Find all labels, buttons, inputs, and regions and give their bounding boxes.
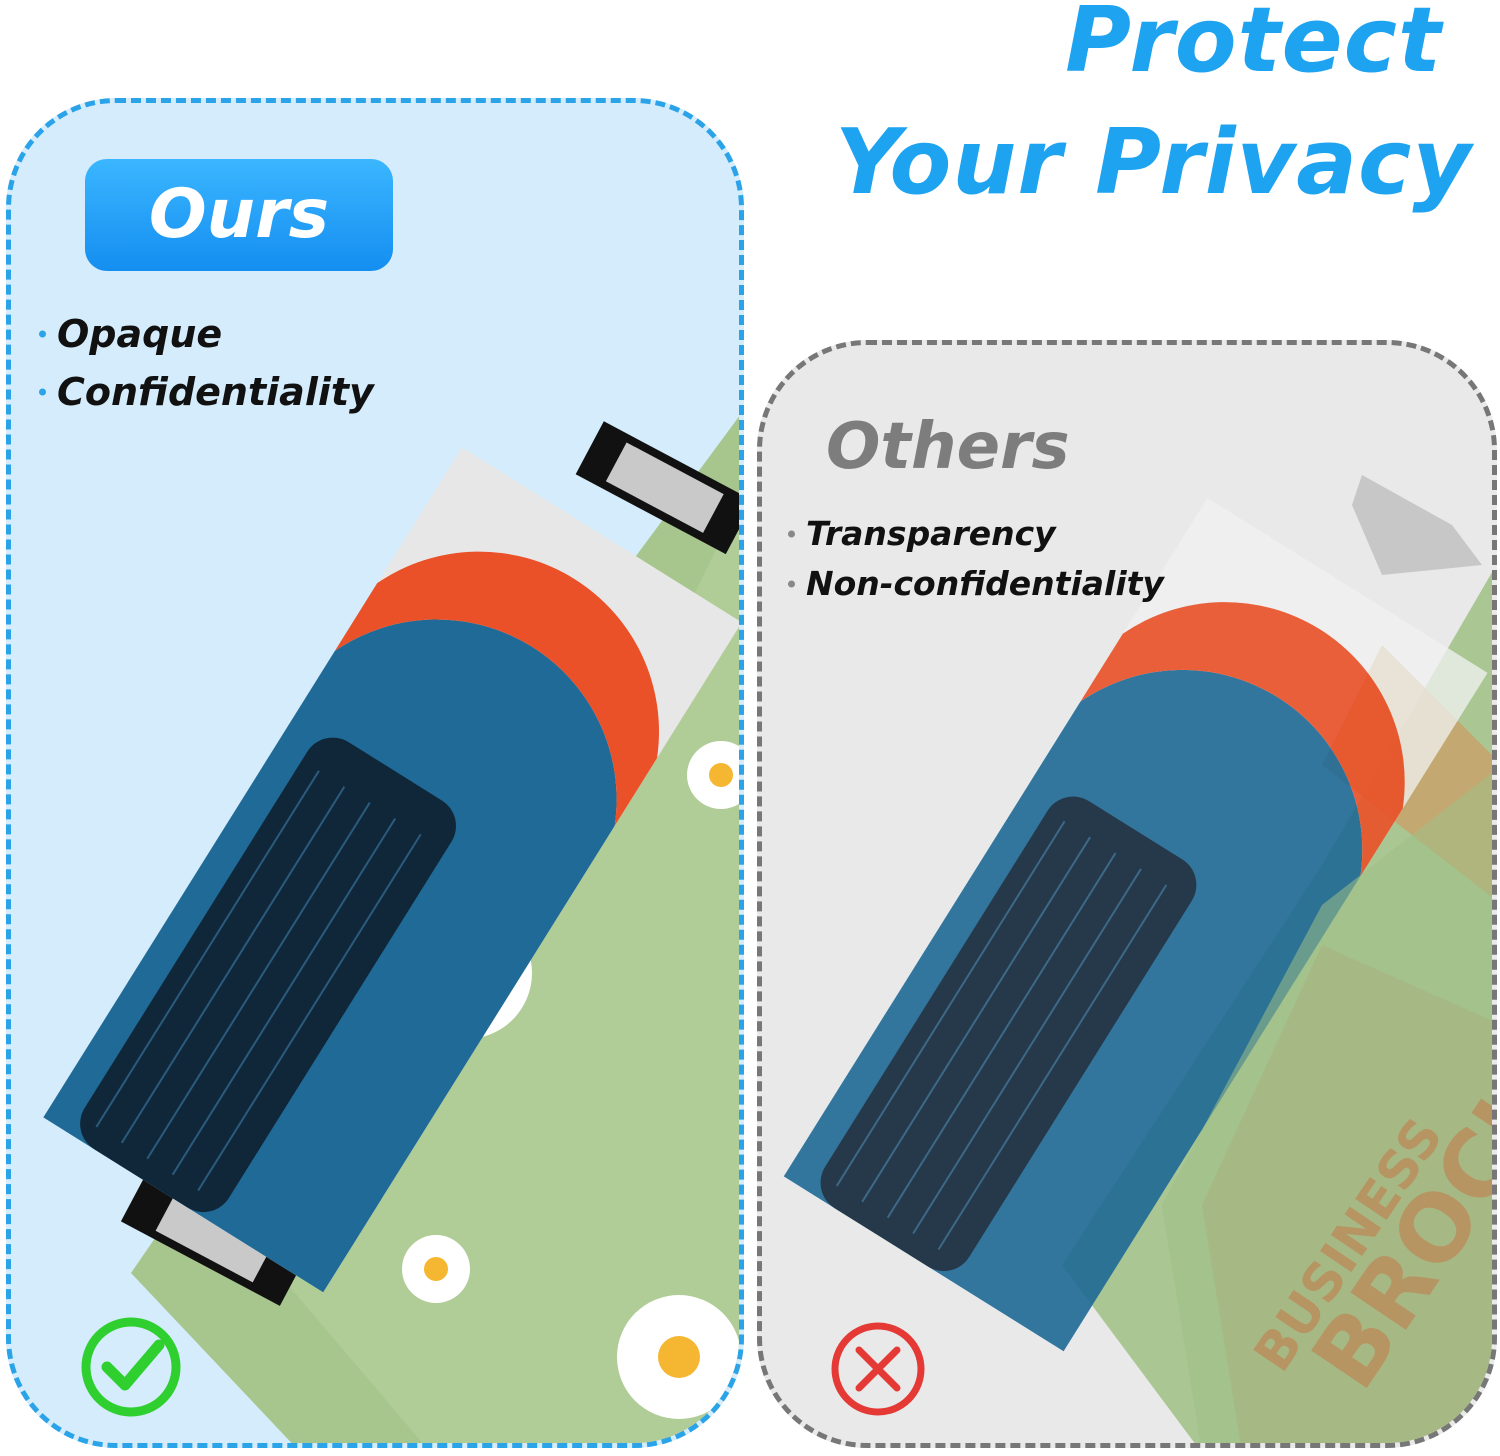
others-title: Others (826, 410, 1070, 484)
others-bullet-list: Transparency Non-confidentiality (788, 509, 1164, 609)
x-circle-icon (831, 1322, 925, 1416)
others-bullet-label: Transparency (806, 514, 1056, 553)
brochure-show-through (1162, 772, 1492, 1443)
ours-panel: Ours Opaque Confidentiality (6, 98, 744, 1448)
others-illustration: BUSINESS BROCHURE (783, 475, 1492, 1443)
daisy-flower-top (687, 741, 739, 809)
ours-bullet-label: Confidentiality (57, 370, 374, 414)
ours-bullet-list: Opaque Confidentiality (39, 305, 374, 421)
bullet-dot (39, 330, 46, 338)
daisy-flower-mid (402, 1235, 470, 1303)
others-bullet-non-confidentiality: Non-confidentiality (788, 559, 1164, 609)
bullet-dot (788, 530, 795, 538)
ours-bullet-label: Opaque (57, 312, 223, 356)
business-card-translucent (783, 497, 1488, 1352)
bullet-dot (788, 580, 795, 588)
others-bullet-transparency: Transparency (788, 509, 1164, 559)
others-panel: BUSINESS BROCHURE Others Transparency No… (757, 340, 1497, 1448)
ours-badge: Ours (85, 159, 393, 271)
headline-protect: Protect (1065, 0, 1442, 93)
business-card (43, 447, 739, 1293)
card-edge-strip-top (575, 421, 739, 555)
others-bullet-label: Non-confidentiality (806, 564, 1164, 603)
ours-bullet-confidentiality: Confidentiality (39, 363, 374, 421)
headline-your-privacy: Your Privacy (834, 110, 1472, 215)
card-edge-strip-bottom (120, 1166, 309, 1306)
daisy-flower-bottom (617, 1295, 739, 1419)
bullet-dot (39, 388, 46, 396)
ours-bullet-opaque: Opaque (39, 305, 374, 363)
ours-illustration (43, 416, 739, 1443)
check-circle-icon (81, 1317, 181, 1417)
